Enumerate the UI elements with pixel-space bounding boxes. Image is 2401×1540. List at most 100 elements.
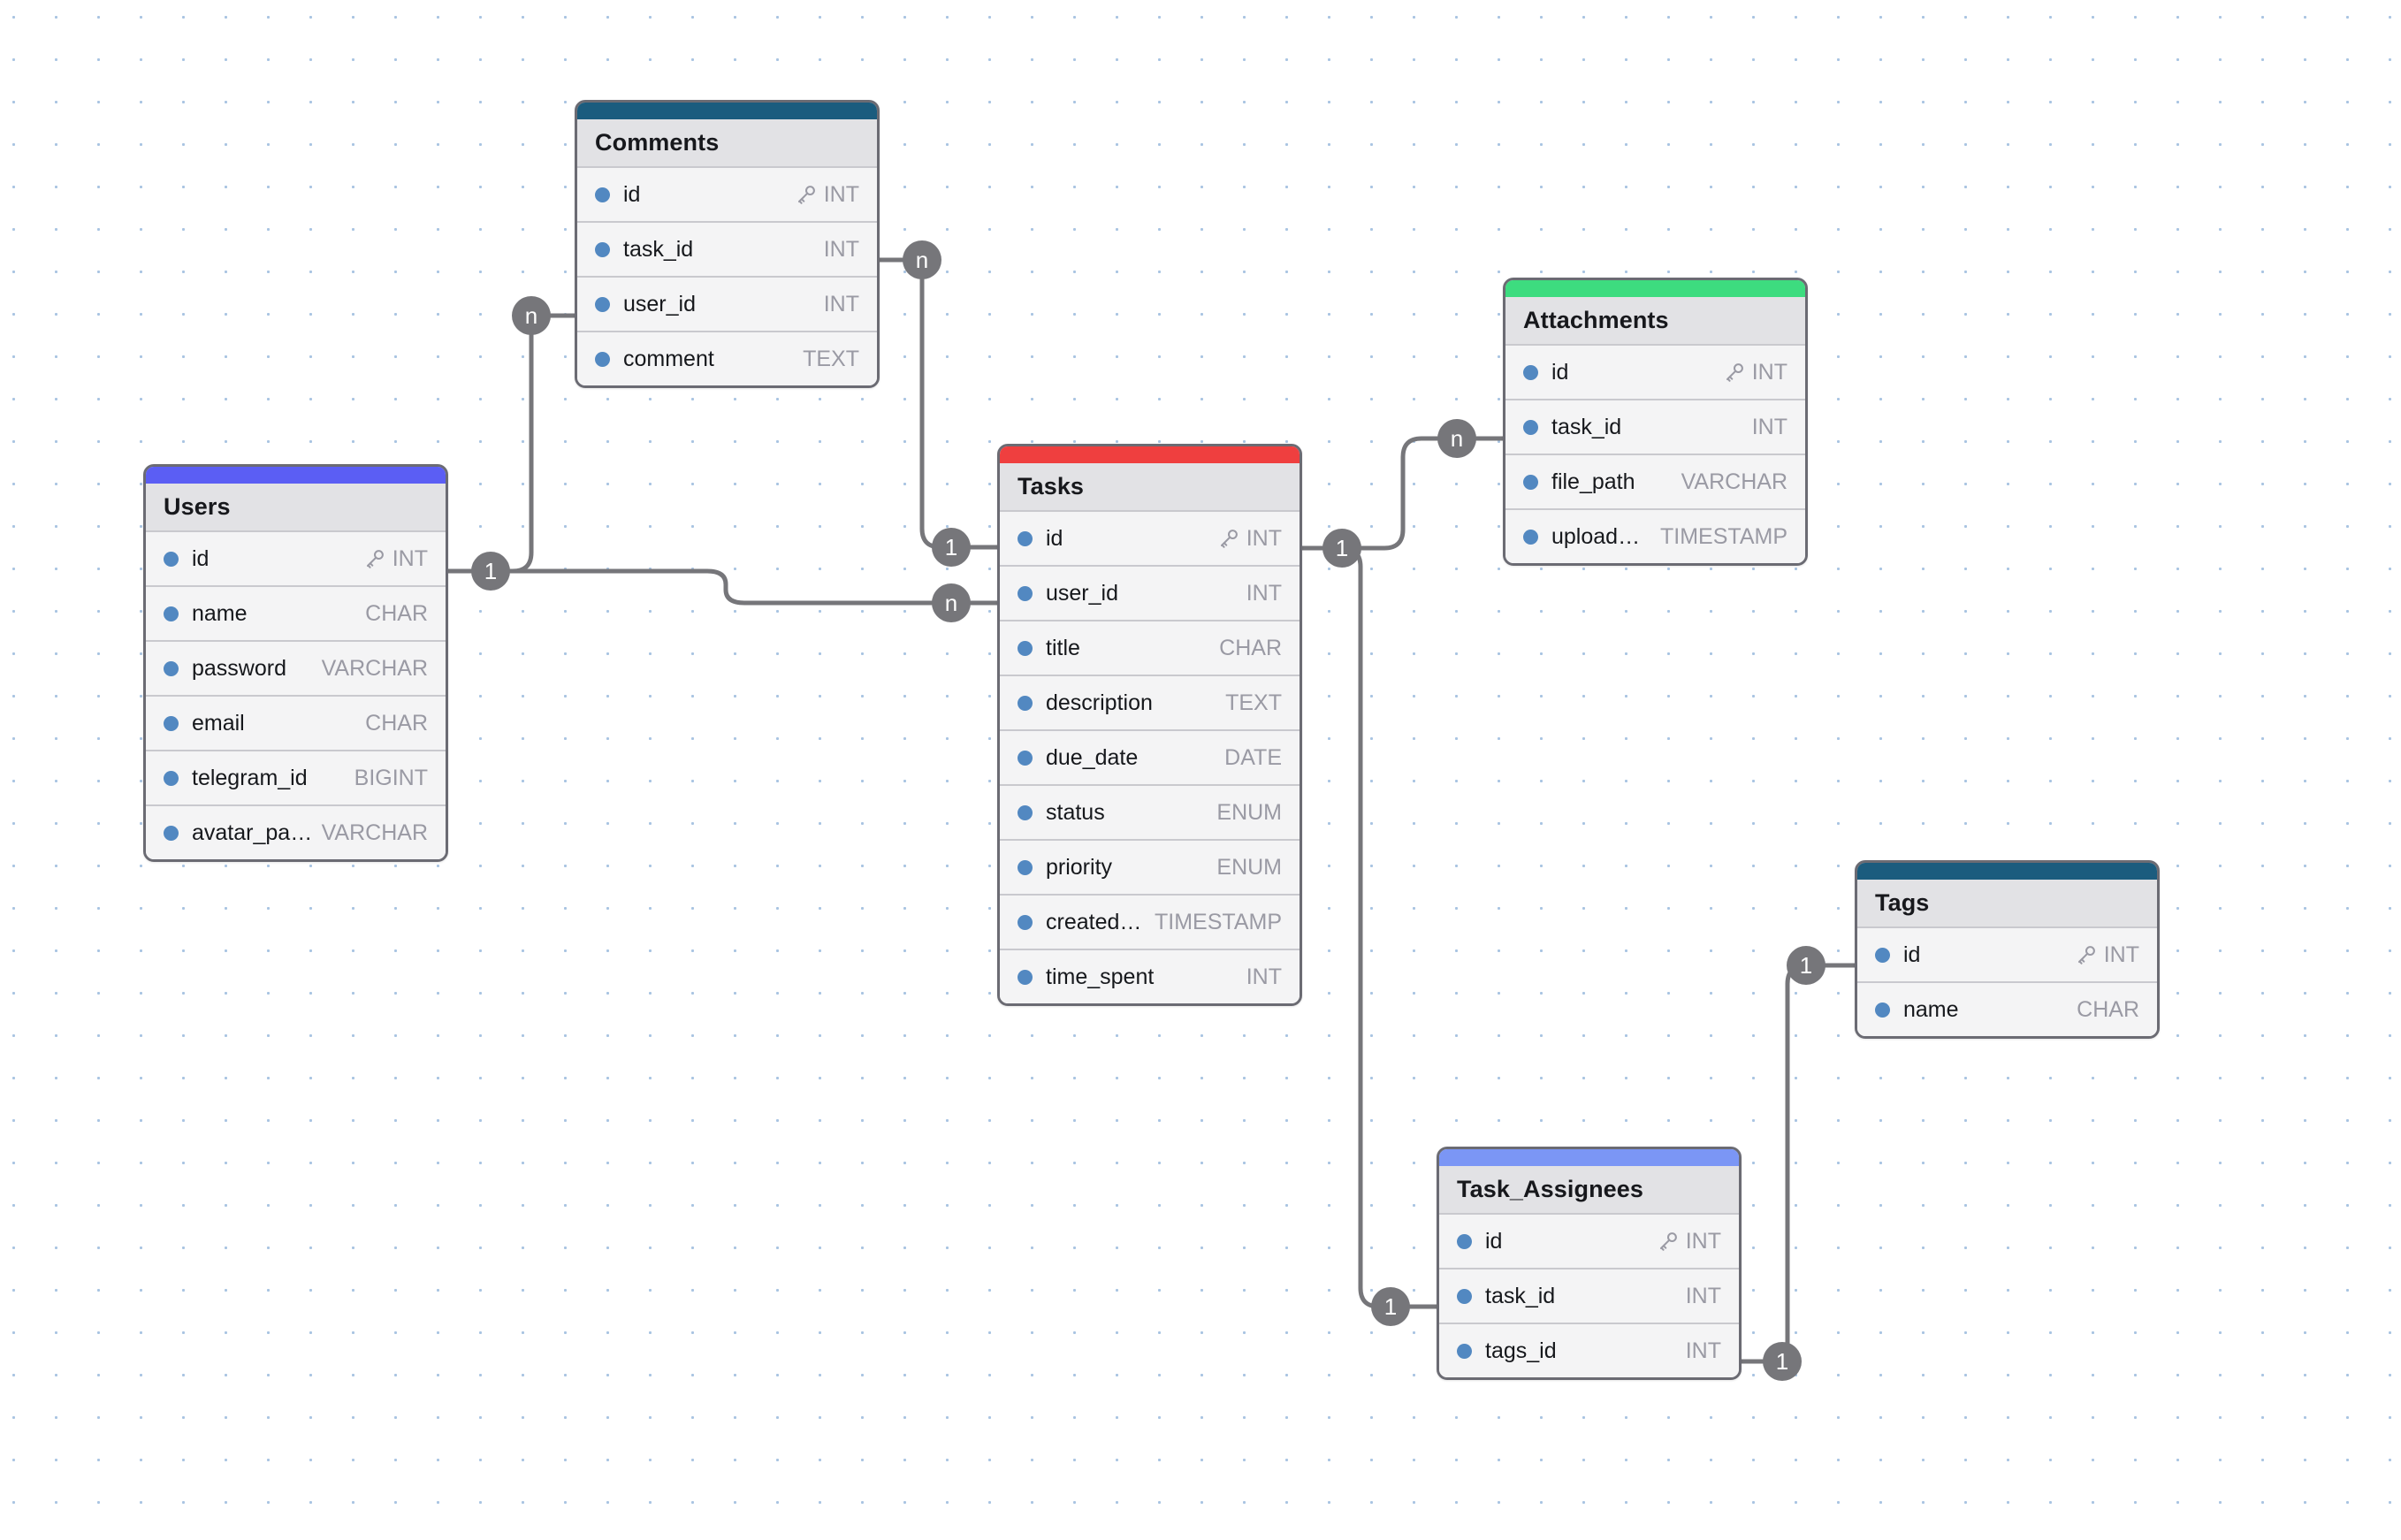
field-row[interactable]: task_id INT [1505,399,1805,454]
field-type: INT [1246,964,1282,989]
primary-key-icon [2077,946,2095,964]
field-type: DATE [1224,744,1282,770]
cardinality-badge-b-assignee-taskid[interactable]: 1 [1371,1287,1410,1326]
cardinality-badge-b-users-id-a[interactable]: 1 [471,552,510,591]
field-type-group: TEXT [1225,690,1282,716]
field-name: time_spent [1046,964,1155,989]
field-type: BIGINT [354,765,428,790]
field-bullet-icon [164,715,179,731]
field-type-group: VARCHAR [1681,469,1787,495]
field-bullet-icon [595,187,610,202]
field-name: id [1551,359,1569,385]
field-name: id [623,181,641,207]
field-bullet-icon [164,660,179,676]
field-name: task_id [623,236,694,262]
table-header[interactable]: Task_Assignees [1439,1166,1739,1213]
table-accent-bar [146,467,446,484]
field-name: tags_id [1485,1338,1557,1363]
cardinality-badge-b-attach-taskid[interactable]: n [1437,419,1476,458]
cardinality-badge-b-tasks-userid[interactable]: n [932,583,971,622]
field-row[interactable]: password VARCHAR [146,640,446,695]
field-type-group: CHAR [2077,997,2139,1023]
field-name: task_id [1551,414,1622,439]
field-name: due_date [1046,744,1139,770]
field-name: password [192,655,286,681]
field-bullet-icon [1523,419,1538,435]
cardinality-badge-b-tasks-id-right[interactable]: 1 [1322,529,1361,568]
field-type-group: VARCHAR [322,820,428,846]
table-header[interactable]: Attachments [1505,297,1805,344]
table-header[interactable]: Comments [577,119,877,166]
field-name: id [1903,942,1921,967]
table-title: Task_Assignees [1457,1176,1644,1202]
cardinality-badge-b-tasks-id-left[interactable]: 1 [932,528,971,567]
table-header[interactable]: Users [146,484,446,530]
cardinality-badge-b-comments-userid[interactable]: n [512,296,551,335]
field-row[interactable]: task_id INT [1439,1268,1739,1323]
field-row[interactable]: status ENUM [1000,784,1300,839]
field-type-group: INT [1246,964,1282,990]
field-type-group: INT [1686,1284,1721,1309]
field-bullet-icon [1018,695,1033,711]
cardinality-badge-b-tags-id[interactable]: 1 [1787,946,1826,985]
field-bullet-icon [1875,1002,1890,1018]
field-type-group: ENUM [1216,855,1282,881]
field-name: task_id [1485,1283,1556,1308]
field-bullet-icon [1018,640,1033,656]
field-row[interactable]: created… TIMESTAMP [1000,894,1300,949]
field-row[interactable]: upload…TIMESTAMP [1505,508,1805,563]
field-row[interactable]: due_date DATE [1000,729,1300,784]
field-type-group: TIMESTAMP [1155,910,1282,935]
cardinality-badge-b-assignee-tagsid[interactable]: 1 [1763,1342,1802,1381]
field-type: INT [1751,414,1787,439]
field-row[interactable]: id INT [1505,344,1805,399]
cardinality-badge-b-comments-taskid[interactable]: n [903,240,941,279]
field-bullet-icon [164,606,179,621]
field-row[interactable]: avatar_pa… VARCHAR [146,804,446,859]
field-row[interactable]: email CHAR [146,695,446,750]
field-type: ENUM [1216,799,1282,825]
field-type: CHAR [365,600,428,626]
field-type-group: INT [824,292,859,317]
field-type-group: INT [1246,581,1282,606]
field-type: VARCHAR [321,655,428,681]
field-bullet-icon [164,825,179,841]
table-header[interactable]: Tasks [1000,463,1300,510]
field-type: INT [1685,1283,1721,1308]
field-name: avatar_pa… [192,820,313,845]
field-type-group: INT [1723,360,1787,385]
table-accent-bar [1857,863,2157,880]
field-name: email [192,710,245,736]
field-row[interactable]: time_spent INT [1000,949,1300,1003]
field-type-group: CHAR [365,711,428,736]
field-type: INT [1685,1228,1721,1254]
field-name: created… [1046,909,1142,934]
field-name: status [1046,799,1105,825]
table-header[interactable]: Tags [1857,880,2157,926]
primary-key-icon [1220,530,1238,548]
